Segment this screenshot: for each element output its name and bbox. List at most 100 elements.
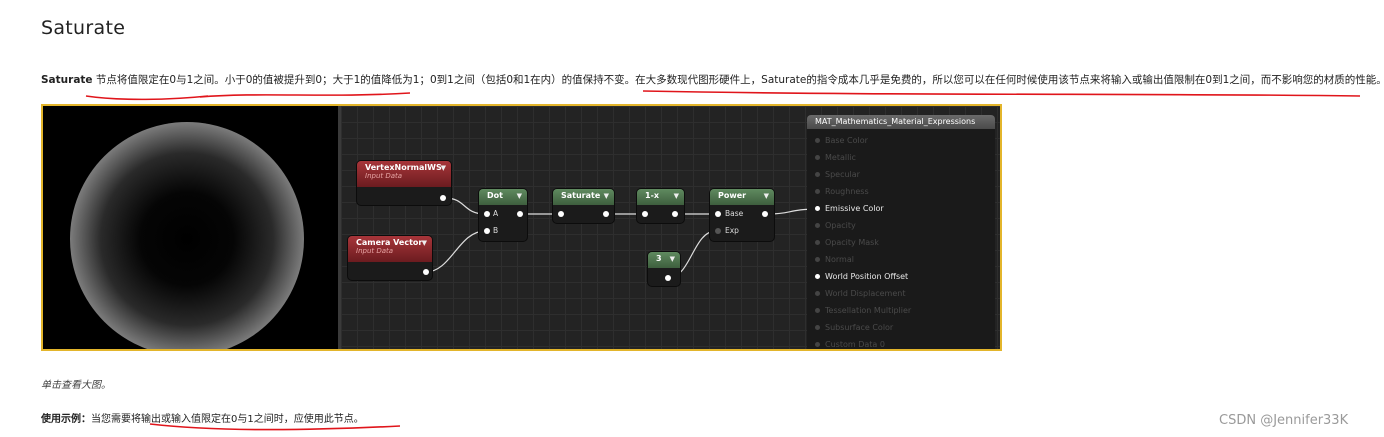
one-minus-output-pin[interactable] [672, 211, 678, 217]
vertex-normal-title: VertexNormalWS [365, 163, 442, 172]
constant-title: 3 [656, 254, 662, 263]
chevron-down-icon[interactable]: ▼ [516, 192, 522, 200]
dot-title: Dot [487, 191, 503, 200]
power-title: Power [718, 191, 747, 200]
section-title: Saturate [41, 17, 126, 39]
chevron-down-icon[interactable]: ▼ [673, 192, 679, 200]
material-pin[interactable]: Custom Data 0 [815, 340, 885, 349]
pin-dot-icon [815, 274, 820, 279]
camera-vector-output-pin[interactable] [423, 269, 429, 275]
chevron-down-icon[interactable]: ▼ [669, 255, 675, 263]
power-header: Power ▼ [710, 189, 774, 205]
material-pin[interactable]: Subsurface Color [815, 323, 893, 332]
saturate-node[interactable]: Saturate ▼ [553, 189, 614, 223]
pin-dot-icon [815, 342, 820, 347]
node-graph: VertexNormalWS Input Data ▼ Camera Vecto… [341, 106, 1000, 349]
one-minus-node[interactable]: 1-x ▼ [637, 189, 684, 223]
camera-vector-title: Camera Vector [356, 238, 423, 247]
chevron-down-icon[interactable]: ▼ [440, 164, 446, 172]
material-pin-label: Tessellation Multiplier [825, 306, 912, 315]
material-pin-label: Custom Data 0 [825, 340, 885, 349]
dot-header: Dot ▼ [479, 189, 527, 205]
vertex-normal-node[interactable]: VertexNormalWS Input Data ▼ [357, 161, 451, 205]
material-pin-emissive[interactable]: Emissive Color [815, 204, 884, 213]
power-base-pin[interactable] [715, 211, 721, 217]
saturate-input-pin[interactable] [558, 211, 564, 217]
usage-text: 当您需要将输出或输入值限定在0与1之间时，应使用此节点。 [91, 414, 364, 425]
constant-output-pin[interactable] [665, 275, 671, 281]
pin-dot-icon [815, 206, 820, 211]
material-pin[interactable]: Normal [815, 255, 854, 264]
description-bold-term: Saturate [41, 74, 93, 86]
power-base-label: Base [725, 209, 744, 218]
pin-dot-icon [815, 257, 820, 262]
pin-dot-icon [815, 172, 820, 177]
material-pin-label: Opacity [825, 221, 856, 230]
chevron-down-icon[interactable]: ▼ [603, 192, 609, 200]
constant-header: 3 ▼ [648, 252, 680, 268]
pin-dot-icon [815, 223, 820, 228]
material-pin[interactable]: Tessellation Multiplier [815, 306, 911, 315]
pin-dot-icon [815, 138, 820, 143]
saturate-output-pin[interactable] [603, 211, 609, 217]
material-pin[interactable]: Opacity [815, 221, 856, 230]
dot-node[interactable]: Dot ▼ A B [479, 189, 527, 241]
preview-viewport [43, 106, 338, 349]
chevron-down-icon[interactable]: ▼ [763, 192, 769, 200]
material-output-node[interactable]: MAT_Mathematics_Material_Expressions Bas… [807, 115, 995, 349]
panel-divider [338, 106, 341, 349]
material-pin[interactable]: Specular [815, 170, 860, 179]
description-text: 节点将值限定在0与1之间。小于0的值被提升到0；大于1的值降低为1；0到1之间（… [92, 74, 1384, 86]
saturate-title: Saturate [561, 191, 601, 200]
material-pin-label: Emissive Color [825, 204, 884, 213]
one-minus-header: 1-x ▼ [637, 189, 684, 205]
power-output-pin[interactable] [762, 211, 768, 217]
vertex-normal-header: VertexNormalWS Input Data ▼ [357, 161, 451, 187]
camera-vector-node[interactable]: Camera Vector Input Data ▼ [348, 236, 432, 280]
material-pin-label: Specular [825, 170, 860, 179]
dot-pin-b-label: B [493, 226, 499, 235]
material-pin-label: World Position Offset [825, 272, 909, 281]
material-pin-label: Opacity Mask [825, 238, 879, 247]
dot-input-b-pin[interactable] [484, 228, 490, 234]
material-pin-label: World Displacement [825, 289, 906, 298]
saturate-header: Saturate ▼ [553, 189, 614, 205]
pin-dot-icon [815, 308, 820, 313]
pin-dot-icon [815, 325, 820, 330]
power-exp-label: Exp [725, 226, 739, 235]
material-pin-label: Subsurface Color [825, 323, 894, 332]
material-pin-label: Metallic [825, 153, 856, 162]
material-pin[interactable]: World Displacement [815, 289, 905, 298]
dot-pin-a-label: A [493, 209, 499, 218]
material-pin-label: Base Color [825, 136, 868, 145]
figure-caption-link[interactable]: 单击查看大图。 [41, 380, 111, 391]
vertex-normal-output-pin[interactable] [440, 195, 446, 201]
material-graph-figure[interactable]: VertexNormalWS Input Data ▼ Camera Vecto… [41, 104, 1002, 351]
dot-output-pin[interactable] [517, 211, 523, 217]
dot-input-a-pin[interactable] [484, 211, 490, 217]
material-pin[interactable]: Roughness [815, 187, 869, 196]
camera-vector-header: Camera Vector Input Data ▼ [348, 236, 432, 262]
constant-node[interactable]: 3 ▼ [648, 252, 680, 286]
description-paragraph: Saturate 节点将值限定在0与1之间。小于0的值被提升到0；大于1的值降低… [41, 72, 1384, 87]
csdn-watermark: CSDN @Jennifer33K [1219, 413, 1349, 428]
usage-label: 使用示例： [41, 414, 91, 425]
pin-dot-icon [815, 240, 820, 245]
material-pin-label: Normal [825, 255, 854, 264]
one-minus-input-pin[interactable] [642, 211, 648, 217]
material-pin-world-position-offset[interactable]: World Position Offset [815, 272, 908, 281]
material-pin[interactable]: Base Color [815, 136, 868, 145]
power-node[interactable]: Power ▼ Base Exp [710, 189, 774, 241]
vertex-normal-subtitle: Input Data [365, 172, 403, 180]
pin-dot-icon [815, 155, 820, 160]
camera-vector-subtitle: Input Data [356, 247, 394, 255]
chevron-down-icon[interactable]: ▼ [421, 239, 427, 247]
pin-dot-icon [815, 189, 820, 194]
preview-sphere [70, 122, 304, 349]
power-exp-pin[interactable] [715, 228, 721, 234]
one-minus-title: 1-x [645, 191, 660, 200]
pin-dot-icon [815, 291, 820, 296]
material-pin[interactable]: Metallic [815, 153, 856, 162]
material-pin[interactable]: Opacity Mask [815, 238, 879, 247]
material-title: MAT_Mathematics_Material_Expressions [807, 115, 995, 129]
